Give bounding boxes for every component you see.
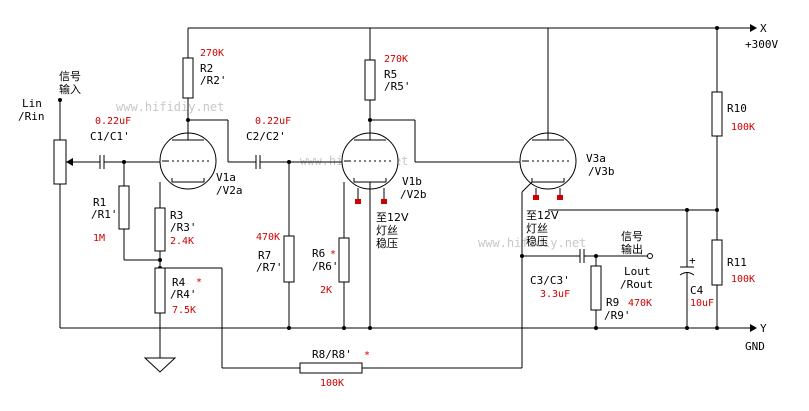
resistor-r2 [182, 57, 194, 99]
v1b-name2: /V2b [400, 188, 427, 201]
r9-value: 470K [628, 298, 652, 309]
r8-name: R8/R8' [312, 348, 352, 361]
resistor-r8 [299, 362, 363, 374]
watermark: www.hifidiy.net [478, 236, 586, 250]
c4-plus: + [689, 254, 696, 267]
ground-icon [143, 357, 177, 373]
r10-value: 100K [731, 122, 755, 133]
supply-voltage-label: +300V [745, 38, 778, 51]
input-cn-label-2: 输入 [59, 82, 81, 96]
r4-mark: * [196, 277, 202, 288]
output-cn-label-1: 信号 [621, 230, 643, 243]
r9-name: R9 [606, 296, 619, 309]
rail-arrow-icon [750, 324, 757, 332]
r3-name2: /R3' [170, 221, 197, 234]
v1a-name2: /V2a [216, 184, 243, 197]
r6-mark: * [330, 249, 336, 260]
r2-name2: /R2' [200, 74, 227, 87]
r11-value: 100K [731, 274, 755, 285]
r6-name: R6 [312, 247, 325, 260]
r2-name: R2 [200, 62, 213, 75]
ground-label: GND [745, 340, 765, 353]
watermark: www.hifidiy.net [116, 100, 224, 114]
r10-name: R10 [727, 102, 747, 115]
v3a-name2: /V3b [588, 165, 615, 178]
heater-pin [557, 195, 563, 200]
resistor-r3 [154, 207, 166, 252]
r8-value: 100K [320, 378, 344, 389]
c4-name: C4 [690, 284, 704, 297]
output-terminal [647, 253, 653, 259]
c3-value: 3.3uF [540, 289, 570, 300]
v1b-heater-1: 至12V [376, 211, 409, 224]
resistor-r7 [283, 235, 295, 283]
c1-name: C1/C1' [90, 130, 130, 143]
input-terminal [58, 98, 62, 102]
r4-value: 7.5K [172, 305, 196, 316]
resistor-r11 [711, 239, 723, 286]
r4-name: R4 [172, 276, 186, 289]
v3a-heater-2: 灯丝 [526, 222, 548, 235]
c2-name: C2/C2' [246, 130, 286, 143]
r11-name: R11 [727, 256, 747, 269]
r6-name2: /R6' [312, 260, 339, 273]
heater-pin [381, 199, 387, 204]
output-label-1: Lout [624, 265, 651, 278]
input-label-2: /Rin [18, 110, 45, 123]
resistor-r10 [711, 91, 723, 137]
r5-name2: /R5' [384, 80, 411, 93]
r6-value: 2K [320, 285, 332, 296]
input-label-1: Lin [22, 97, 42, 110]
volume-potentiometer [53, 139, 67, 185]
v3a-heater-1: 至12V [526, 209, 559, 222]
v3a-name: V3a [586, 152, 606, 165]
output-cn-label-2: 输出 [621, 242, 643, 256]
c1-value: 0.22uF [95, 116, 131, 127]
resistor-r4 [154, 267, 166, 314]
v1b-heater-2: 灯丝 [376, 224, 398, 237]
r7-name2: /R7' [256, 261, 283, 274]
input-cn-label-1: 信号 [59, 70, 81, 83]
r9-name2: /R9' [604, 309, 631, 322]
heater-pin [355, 199, 361, 204]
r1-name: R1 [93, 196, 106, 209]
r5-value: 270K [384, 54, 408, 65]
r1-value: 1M [93, 233, 105, 244]
r5-name: R5 [384, 68, 397, 81]
resistor-r6 [338, 237, 350, 283]
r2-value: 270K [200, 48, 224, 59]
c4-value: 10uF [690, 298, 714, 309]
v3a-heater-3: 稳压 [526, 234, 548, 248]
r1-name2: /R1' [91, 208, 118, 221]
rail-arrow-icon [750, 24, 757, 32]
resistor-r5 [364, 59, 376, 101]
rail-x-label: X [760, 22, 767, 35]
c3-name: C3/C3' [530, 274, 570, 287]
wiper-arrow-icon [66, 158, 73, 166]
resistor-r1 [118, 185, 130, 230]
r7-name: R7 [258, 249, 271, 262]
v1b-name: V1b [402, 175, 422, 188]
r3-value: 2.4K [170, 236, 194, 247]
r7-value: 470K [256, 232, 280, 243]
output-label-2: /Rout [620, 278, 653, 291]
resistor-r9 [590, 265, 602, 311]
r3-name: R3 [170, 209, 183, 222]
c2-value: 0.22uF [255, 116, 291, 127]
heater-pin [533, 195, 539, 200]
rail-y-label: Y [760, 322, 767, 335]
v1b-heater-3: 稳压 [376, 236, 398, 250]
r8-mark: * [364, 350, 370, 361]
v1a-name: V1a [216, 171, 236, 184]
r4-name2: /R4' [170, 288, 197, 301]
